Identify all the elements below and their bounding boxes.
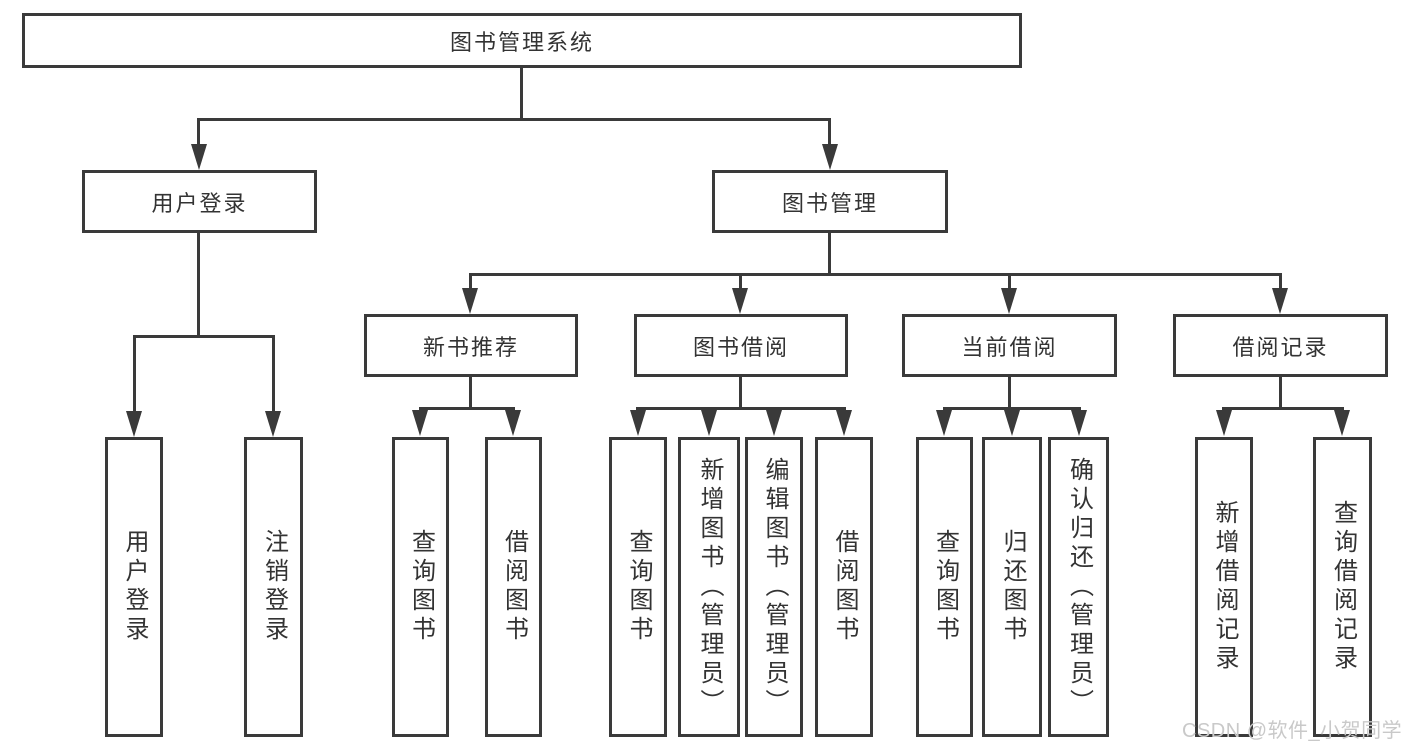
connector-line: [197, 232, 200, 338]
arrowhead-down-icon: [836, 410, 852, 436]
arrowhead-down-icon: [766, 410, 782, 436]
csdn-watermark: CSDN @软件_小贺同学: [1182, 720, 1403, 742]
leaf-label: 新增图书（管理员）: [696, 456, 723, 718]
connector-line: [419, 407, 515, 410]
arrowhead-down-icon: [1272, 288, 1288, 314]
leaf-label: 新增借阅记录: [1211, 500, 1238, 674]
connector-line: [469, 273, 1282, 276]
leaf-query-books-current: 查询图书: [916, 437, 973, 737]
leaf-logout: 注销登录: [244, 437, 303, 737]
leaf-return-book: 归还图书: [982, 437, 1042, 737]
connector-line: [828, 118, 831, 148]
connector-line: [943, 407, 1081, 410]
connector-line: [520, 66, 523, 121]
leaf-label: 借阅图书: [831, 529, 858, 645]
node-current-borrow: 当前借阅: [902, 314, 1117, 377]
connector-line: [1008, 376, 1011, 409]
leaf-add-borrow-record: 新增借阅记录: [1195, 437, 1253, 737]
node-new-book-recommend: 新书推荐: [364, 314, 578, 377]
arrowhead-down-icon: [1216, 410, 1232, 436]
connector-line: [272, 335, 275, 415]
node-root-library-system: 图书管理系统: [22, 13, 1022, 68]
connector-line: [469, 273, 472, 291]
leaf-edit-book-admin: 编辑图书（管理员）: [745, 437, 803, 737]
arrowhead-down-icon: [732, 288, 748, 314]
leaf-query-books-borrow: 查询图书: [609, 437, 667, 737]
leaf-label: 借阅图书: [500, 529, 528, 645]
leaf-label: 注销登录: [260, 529, 288, 645]
leaf-label: 用户登录: [121, 529, 148, 645]
connector-line: [197, 118, 200, 148]
arrowhead-down-icon: [630, 410, 646, 436]
leaf-label: 查询图书: [625, 529, 652, 645]
node-book-management: 图书管理: [712, 170, 948, 233]
connector-line: [1008, 273, 1011, 291]
arrowhead-down-icon: [191, 144, 207, 170]
connector-line: [1279, 273, 1282, 291]
leaf-label: 确认归还（管理员）: [1065, 456, 1093, 718]
node-user-login: 用户登录: [82, 170, 317, 233]
connector-line: [739, 273, 742, 291]
connector-line: [636, 407, 846, 410]
leaf-user-login: 用户登录: [105, 437, 163, 737]
node-borrow-record: 借阅记录: [1173, 314, 1388, 377]
arrowhead-down-icon: [412, 410, 428, 436]
leaf-query-books-recommend: 查询图书: [392, 437, 449, 737]
leaf-borrow-books-recommend: 借阅图书: [485, 437, 542, 737]
arrowhead-down-icon: [265, 411, 281, 437]
leaf-label: 归还图书: [999, 529, 1026, 645]
connector-line: [197, 118, 831, 121]
arrowhead-down-icon: [462, 288, 478, 314]
connector-line: [828, 232, 831, 276]
connector-line: [1279, 376, 1282, 409]
leaf-borrow-books: 借阅图书: [815, 437, 873, 737]
arrowhead-down-icon: [505, 410, 521, 436]
leaf-label: 查询图书: [407, 529, 435, 645]
connector-line: [133, 335, 275, 338]
arrowhead-down-icon: [126, 411, 142, 437]
arrowhead-down-icon: [1004, 410, 1020, 436]
arrowhead-down-icon: [822, 144, 838, 170]
arrowhead-down-icon: [1334, 410, 1350, 436]
leaf-add-book-admin: 新增图书（管理员）: [678, 437, 740, 737]
node-book-borrow: 图书借阅: [634, 314, 848, 377]
arrowhead-down-icon: [1001, 288, 1017, 314]
leaf-label: 编辑图书（管理员）: [761, 456, 788, 718]
leaf-confirm-return-admin: 确认归还（管理员）: [1048, 437, 1109, 737]
connector-line: [739, 376, 742, 409]
arrowhead-down-icon: [936, 410, 952, 436]
leaf-label: 查询图书: [931, 529, 959, 645]
connector-line: [1222, 407, 1344, 410]
arrowhead-down-icon: [701, 410, 717, 436]
leaf-label: 查询借阅记录: [1329, 500, 1357, 674]
connector-line: [133, 335, 136, 415]
arrowhead-down-icon: [1071, 410, 1087, 436]
leaf-query-borrow-record: 查询借阅记录: [1313, 437, 1372, 737]
connector-line: [469, 376, 472, 409]
